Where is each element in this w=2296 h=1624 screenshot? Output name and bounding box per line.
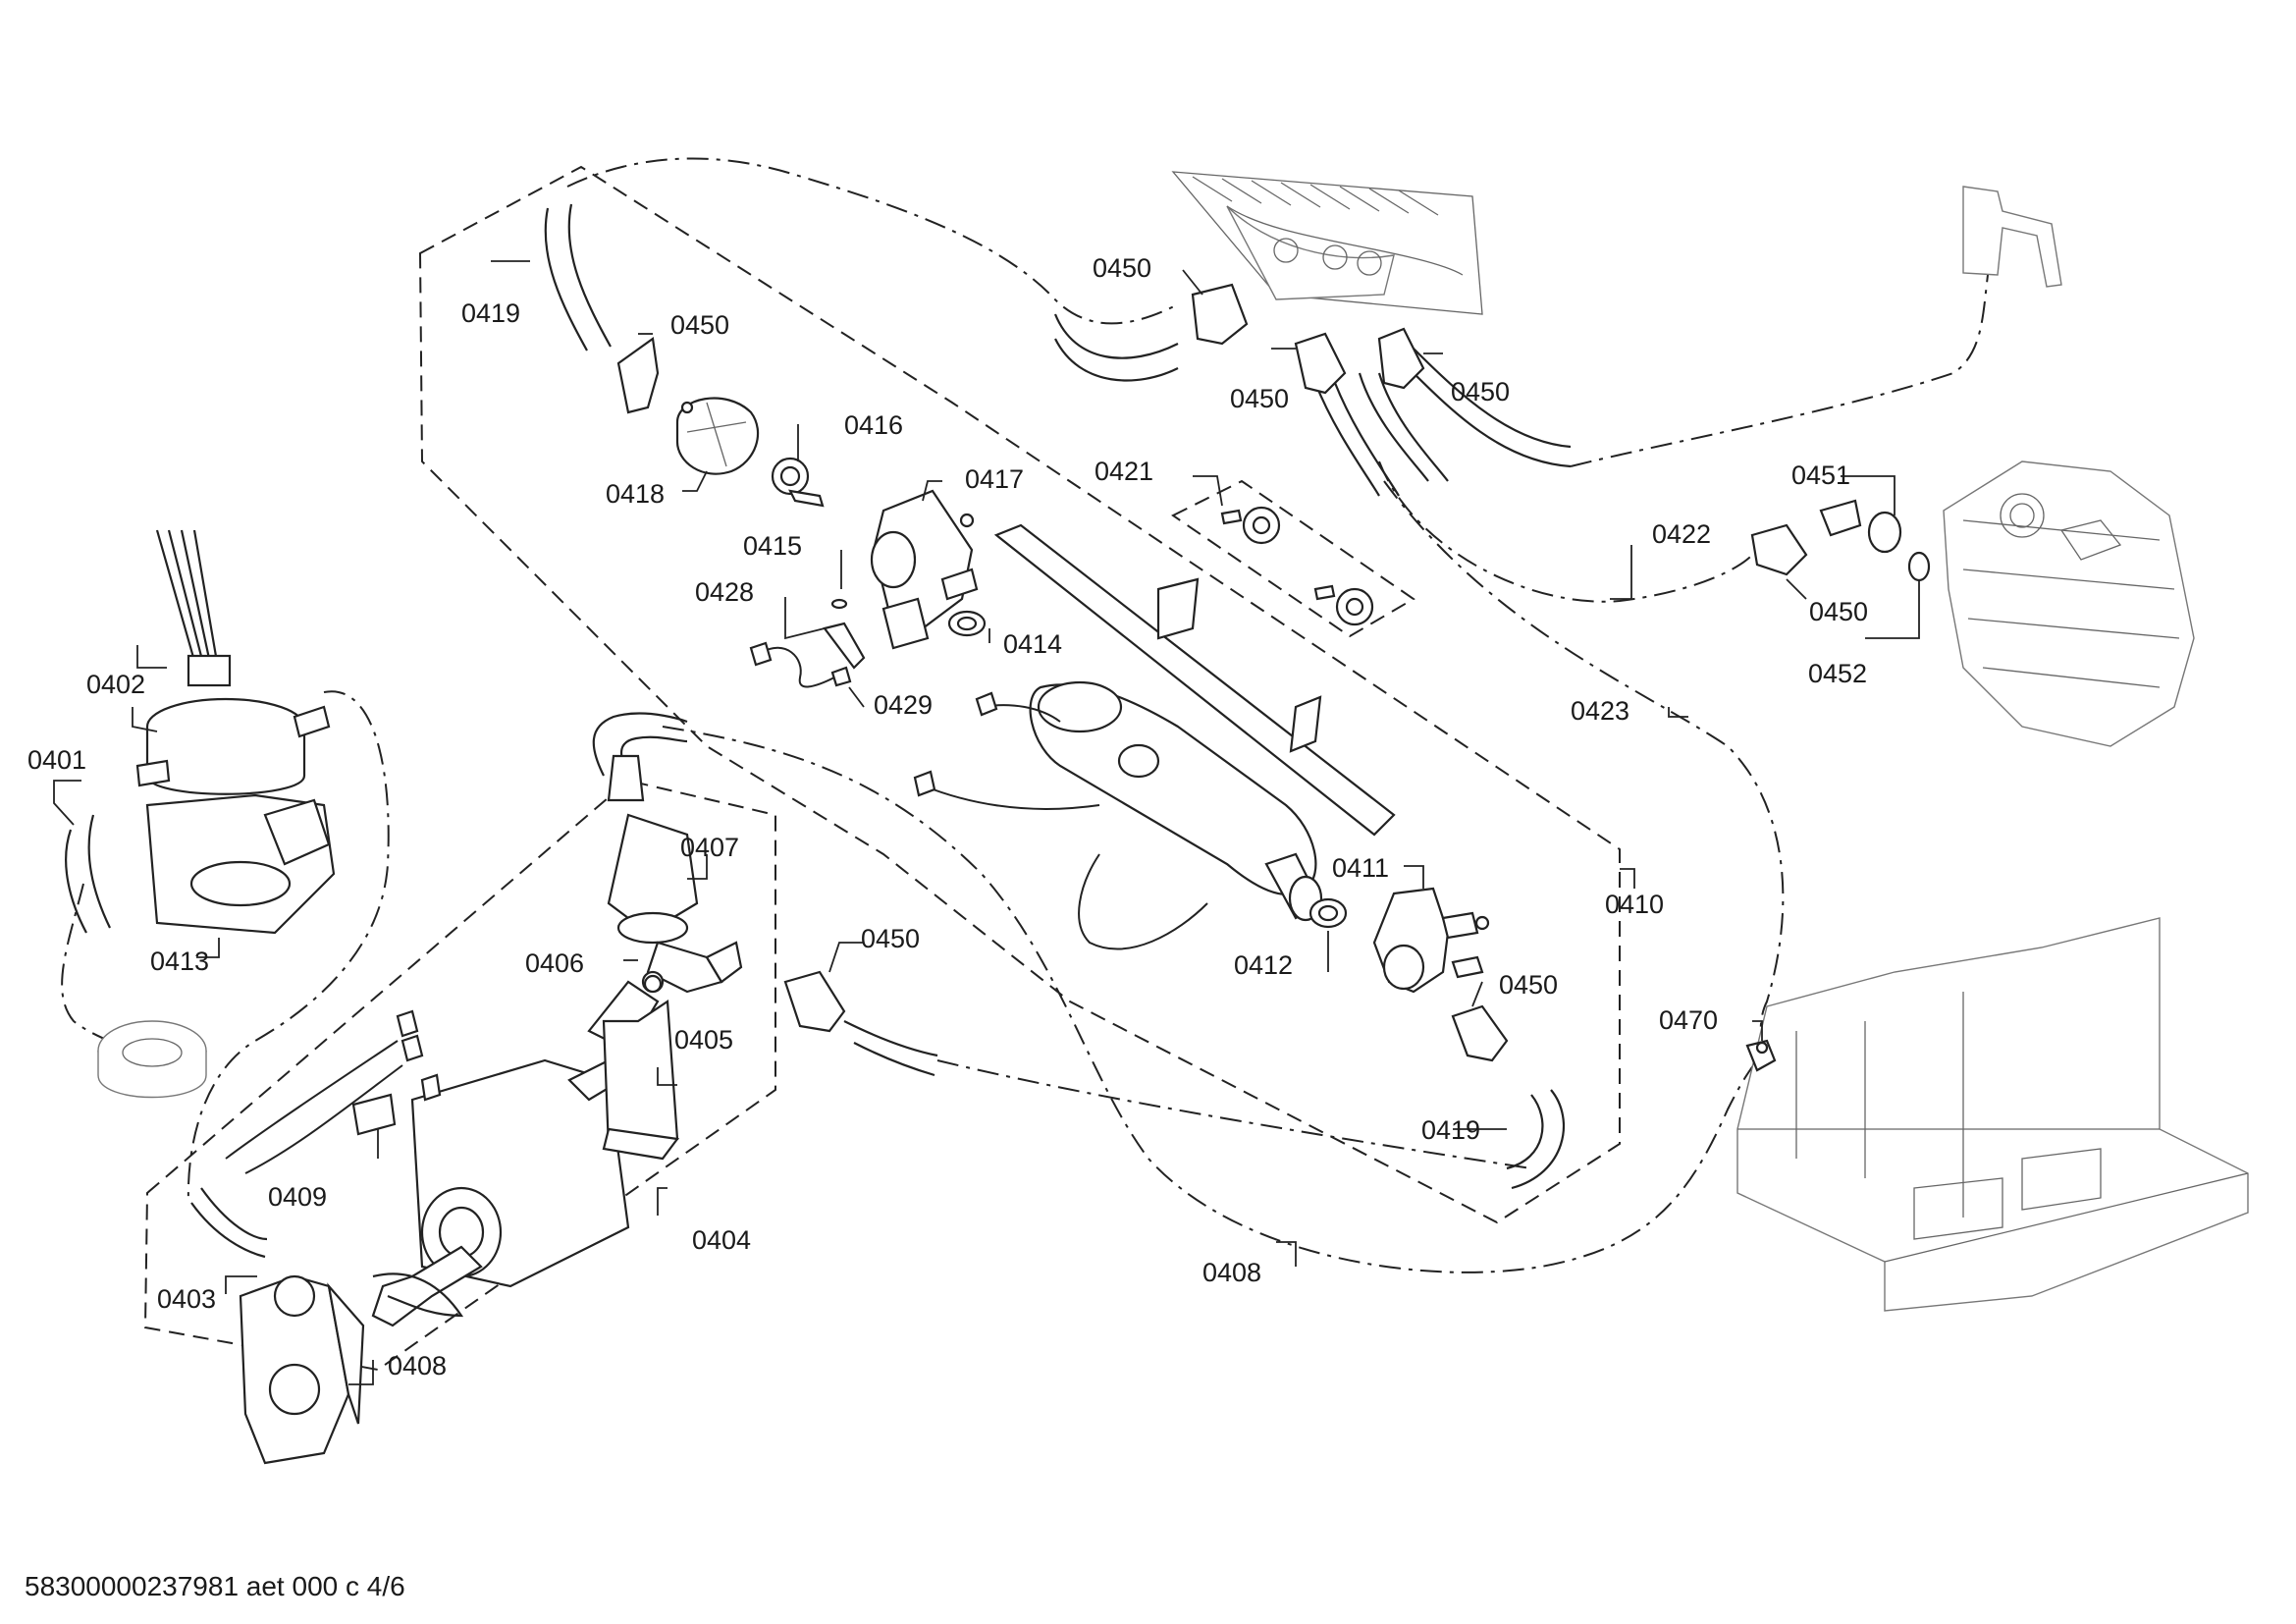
callout-0451: 0451 <box>1791 460 1850 490</box>
leader-lines <box>53 260 1920 1385</box>
caps-0450-top <box>1191 283 1425 395</box>
hose-route-0450-0419 <box>936 1059 1532 1169</box>
hose-0401 <box>65 814 111 934</box>
hose-route-0402-0403 <box>187 690 390 1204</box>
heater-element <box>913 523 1396 950</box>
callout-0419-bottom: 0419 <box>1421 1115 1480 1145</box>
pump-assembly <box>371 754 743 1327</box>
screw-set-boundary <box>1171 479 1415 638</box>
callout-0470: 0470 <box>1659 1005 1718 1035</box>
callout-0414: 0414 <box>1003 629 1062 659</box>
hose-route-right <box>1570 236 1989 467</box>
connector-0451 <box>1750 499 1931 582</box>
callout-0452: 0452 <box>1808 659 1867 688</box>
pump-bracket <box>239 1272 464 1465</box>
hose-0450-mid <box>843 1020 938 1077</box>
callout-0418: 0418 <box>606 479 665 509</box>
hose-0403 <box>190 1187 268 1259</box>
fitting-0470 <box>1745 1039 1777 1072</box>
callout-0417: 0417 <box>965 464 1024 494</box>
pump-group-boundary <box>143 779 776 1372</box>
callout-0415: 0415 <box>743 531 802 561</box>
hose-route-top <box>566 157 1179 325</box>
connectors-0409 <box>225 1009 442 1174</box>
valve-assembly-0411 <box>1308 887 1509 1062</box>
callout-0421: 0421 <box>1095 457 1153 486</box>
drip-tray-base <box>1736 917 2249 1312</box>
callout-0412: 0412 <box>1234 950 1293 980</box>
bracket-top-right <box>1962 186 2062 288</box>
callout-0413: 0413 <box>150 947 209 976</box>
callout-labels: 0401 0402 0413 0403 0408 0409 0404 0405 … <box>27 253 1868 1380</box>
callout-0450-right: 0450 <box>1809 597 1868 626</box>
hose-0419-lower <box>1506 1089 1565 1190</box>
cap-0450-mid <box>783 970 846 1033</box>
callout-0423: 0423 <box>1571 696 1629 726</box>
callout-0450-topright: 0450 <box>1451 377 1510 406</box>
callout-0450-lowmid: 0450 <box>1499 970 1558 1000</box>
float-ring <box>97 1020 207 1099</box>
brew-unit <box>1943 460 2195 747</box>
callout-0408-right: 0408 <box>1202 1258 1261 1287</box>
hose-0407-top <box>592 712 688 777</box>
hose-0450-top <box>1053 313 1179 382</box>
screws-0421 <box>1220 506 1374 626</box>
callout-0409: 0409 <box>268 1182 327 1212</box>
callout-0402: 0402 <box>86 670 145 699</box>
callout-0404: 0404 <box>692 1225 751 1255</box>
hose-route-0423 <box>1383 480 1785 1052</box>
callout-0450-topleft: 0450 <box>670 310 729 340</box>
callout-0406: 0406 <box>525 948 584 978</box>
callout-0429: 0429 <box>874 690 933 720</box>
heater-group-boundary <box>418 165 1621 1224</box>
hose-0419-upper <box>556 204 601 351</box>
callout-0419-top: 0419 <box>461 298 520 328</box>
rings-0406 <box>643 974 663 994</box>
callout-0416: 0416 <box>844 410 903 440</box>
callout-0410: 0410 <box>1605 890 1664 919</box>
callout-0428: 0428 <box>695 577 754 607</box>
callout-0405: 0405 <box>674 1025 733 1055</box>
callout-0408-left: 0408 <box>388 1351 447 1380</box>
callout-0422: 0422 <box>1652 519 1711 549</box>
valve-assembly-0417 <box>749 489 987 688</box>
document-code: 58300000237981 aet 000 c 4/6 <box>25 1571 405 1601</box>
callout-0411: 0411 <box>1332 853 1389 883</box>
hose-bundle-0450 <box>1313 348 1572 497</box>
small-parts-upper-left <box>616 337 825 508</box>
appliance-frame-top <box>1171 171 1483 315</box>
callout-0407: 0407 <box>680 833 739 862</box>
callout-0450-topmid: 0450 <box>1230 384 1289 413</box>
callout-0450-top: 0450 <box>1093 253 1151 283</box>
callout-0403: 0403 <box>157 1284 216 1314</box>
hose-route-0408 <box>662 726 1763 1273</box>
callout-0450-mid: 0450 <box>861 924 920 953</box>
flow-meter-assembly <box>135 529 336 935</box>
callout-0401: 0401 <box>27 745 86 775</box>
